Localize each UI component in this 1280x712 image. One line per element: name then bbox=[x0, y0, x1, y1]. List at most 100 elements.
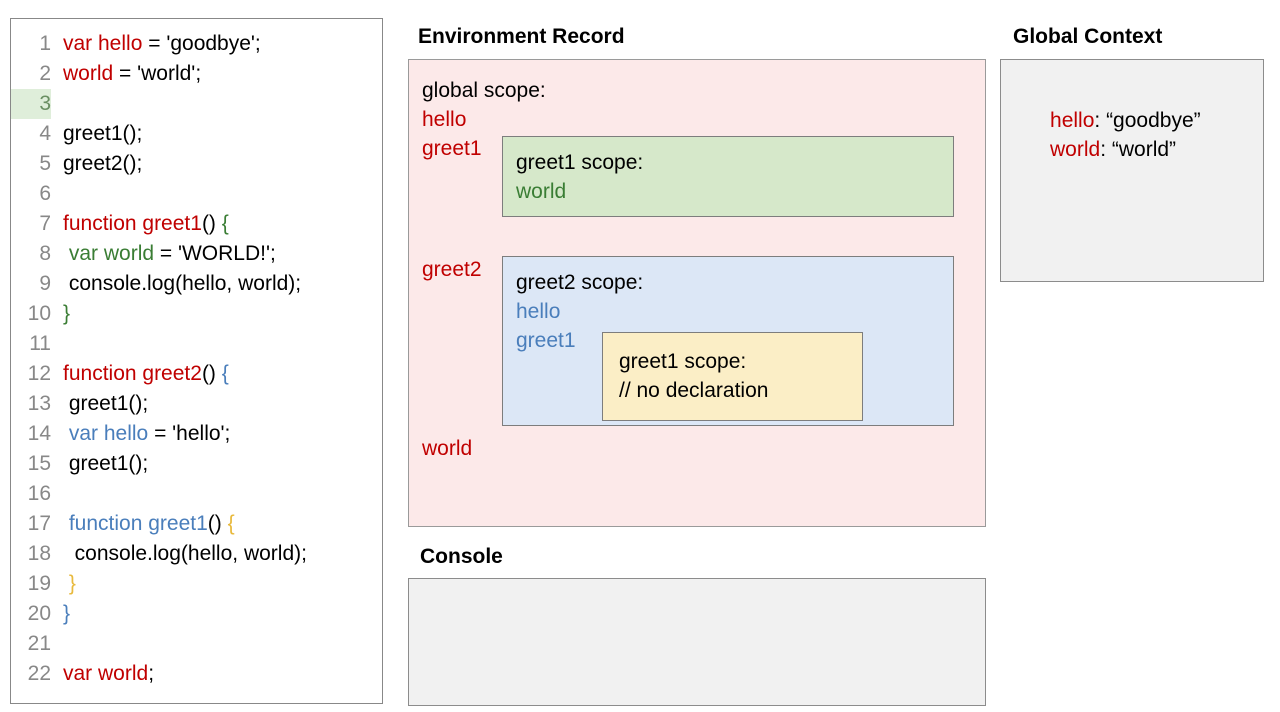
greet2-scope-var-greet1: greet1 bbox=[516, 329, 576, 352]
code-token: () bbox=[207, 512, 228, 535]
global-context-title: Global Context bbox=[1013, 25, 1163, 48]
global-scope-var-world: world bbox=[422, 437, 473, 460]
global-context-separator: : bbox=[1094, 109, 1107, 132]
code-line[interactable]: 21 bbox=[11, 629, 382, 659]
line-number: 10 bbox=[27, 302, 51, 325]
line-number: 4 bbox=[39, 122, 51, 145]
global-context-key: hello bbox=[1050, 109, 1095, 132]
code-token: greet1(); bbox=[63, 392, 149, 415]
greet2-scope-title: greet2 scope: bbox=[516, 271, 644, 294]
code-token: var world bbox=[68, 242, 155, 265]
code-line-text: function greet1() { bbox=[51, 209, 229, 239]
code-token: { bbox=[221, 362, 229, 385]
global-context-panel: hello: “goodbye” world: “world” bbox=[1000, 59, 1264, 282]
line-number: 17 bbox=[27, 512, 51, 535]
code-token: world bbox=[63, 62, 114, 85]
code-token: console.log(hello, world); bbox=[63, 542, 307, 565]
global-context-value: “world” bbox=[1111, 138, 1177, 161]
code-token: } bbox=[68, 572, 76, 595]
global-scope-var-hello: hello bbox=[422, 108, 467, 131]
code-line[interactable]: 13 greet1(); bbox=[11, 389, 382, 419]
greet2-scope-box: greet2 scope: hello greet1 greet1 scope:… bbox=[502, 256, 954, 426]
code-line-text: greet1(); bbox=[51, 449, 148, 479]
code-token: var hello bbox=[68, 422, 149, 445]
line-number: 2 bbox=[39, 62, 51, 85]
code-line[interactable]: 12 function greet2() { bbox=[11, 359, 382, 389]
greet1-scope-box: greet1 scope: world bbox=[502, 136, 954, 217]
console-title: Console bbox=[420, 545, 503, 568]
code-line-text: greet2(); bbox=[51, 149, 142, 179]
global-context-value: “goodbye” bbox=[1106, 109, 1201, 132]
code-token: var world bbox=[63, 662, 149, 685]
code-line-text: var world = 'WORLD!'; bbox=[51, 239, 276, 269]
code-line[interactable]: 15 greet1(); bbox=[11, 449, 382, 479]
code-token: = 'WORLD!'; bbox=[154, 242, 276, 265]
code-line-text: greet1(); bbox=[51, 389, 148, 419]
code-line[interactable]: 10} bbox=[11, 299, 382, 329]
global-context-row: world: “world” bbox=[1015, 105, 1176, 195]
code-token: function greet1 bbox=[68, 512, 208, 535]
code-line-text: } bbox=[51, 299, 70, 329]
line-number: 9 bbox=[39, 272, 51, 295]
code-token: { bbox=[221, 212, 229, 235]
global-scope-label: global scope: bbox=[422, 79, 546, 102]
code-line-text: function greet1() { bbox=[51, 509, 235, 539]
global-context-separator: : bbox=[1100, 138, 1112, 161]
inner-greet1-scope-title: greet1 scope: bbox=[619, 350, 747, 373]
line-number: 15 bbox=[27, 452, 51, 475]
code-token: () bbox=[201, 362, 222, 385]
line-number: 22 bbox=[27, 662, 51, 685]
line-number: 5 bbox=[39, 152, 51, 175]
line-number: 1 bbox=[39, 32, 51, 55]
code-line[interactable]: 18 console.log(hello, world); bbox=[11, 539, 382, 569]
console-output-panel[interactable] bbox=[408, 578, 986, 706]
code-line[interactable]: 6 bbox=[11, 179, 382, 209]
code-line-text: console.log(hello, world); bbox=[51, 269, 301, 299]
global-scope-var-greet1: greet1 bbox=[422, 137, 482, 160]
global-context-row: hello: “goodbye” bbox=[1015, 76, 1201, 166]
code-token: () bbox=[201, 212, 222, 235]
line-number: 21 bbox=[27, 632, 51, 655]
code-token: } bbox=[63, 302, 71, 325]
line-number: 20 bbox=[27, 602, 51, 625]
greet1-scope-title: greet1 scope: bbox=[516, 151, 644, 174]
code-line[interactable]: 20} bbox=[11, 599, 382, 629]
code-line[interactable]: 14 var hello = 'hello'; bbox=[11, 419, 382, 449]
code-line-text: var hello = 'hello'; bbox=[51, 419, 231, 449]
code-line-text: var world; bbox=[51, 659, 154, 689]
code-line[interactable]: 16 bbox=[11, 479, 382, 509]
greet1-scope-var-world: world bbox=[516, 180, 567, 203]
line-number: 12 bbox=[27, 362, 51, 385]
code-line[interactable]: 19 } bbox=[11, 569, 382, 599]
code-line[interactable]: 11 bbox=[11, 329, 382, 359]
code-line[interactable]: 8 var world = 'WORLD!'; bbox=[11, 239, 382, 269]
greet2-scope-var-hello: hello bbox=[516, 300, 561, 323]
inner-greet1-scope-box: greet1 scope: // no declaration bbox=[602, 332, 863, 421]
code-line[interactable]: 9 console.log(hello, world); bbox=[11, 269, 382, 299]
code-line-text: var hello = 'goodbye'; bbox=[51, 29, 261, 59]
line-number: 19 bbox=[27, 572, 51, 595]
code-line-text: } bbox=[51, 569, 76, 599]
code-line-text: greet1(); bbox=[51, 119, 142, 149]
code-token: function greet2 bbox=[63, 362, 202, 385]
code-line[interactable]: 17 function greet1() { bbox=[11, 509, 382, 539]
line-number: 8 bbox=[39, 242, 51, 265]
code-token: } bbox=[63, 602, 71, 625]
environment-record-panel: global scope: hello greet1 greet2 world … bbox=[408, 59, 986, 527]
code-token: = 'hello'; bbox=[148, 422, 231, 445]
code-token: ; bbox=[148, 662, 155, 685]
line-number: 16 bbox=[27, 482, 51, 505]
code-token: var hello bbox=[63, 32, 143, 55]
code-token: { bbox=[227, 512, 235, 535]
code-token: console.log(hello, world); bbox=[63, 272, 302, 295]
code-line[interactable]: 3 bbox=[11, 89, 382, 119]
